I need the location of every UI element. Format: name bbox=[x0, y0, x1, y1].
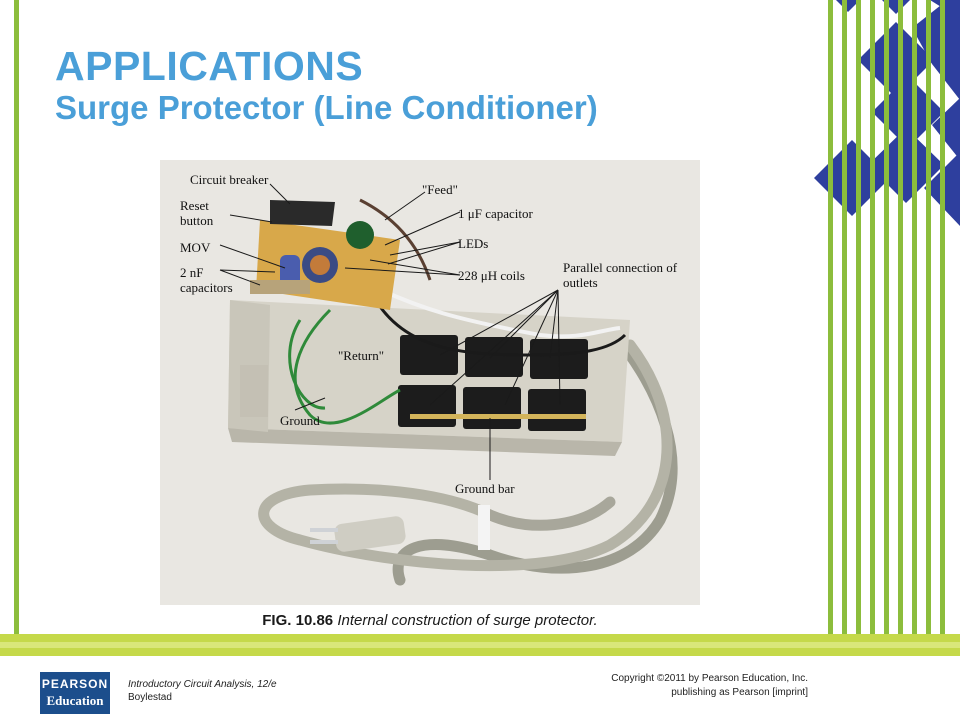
title-line-applications: APPLICATIONS bbox=[55, 43, 364, 89]
figure-labels: Circuit breaker Reset button MOV 2 nF ca… bbox=[180, 172, 678, 496]
label-reset-button: button bbox=[180, 213, 214, 228]
label-reset: Reset bbox=[180, 198, 209, 213]
wires bbox=[288, 198, 627, 425]
label-coils: 228 μH coils bbox=[458, 268, 525, 283]
label-leds: LEDs bbox=[458, 236, 488, 251]
annotation-lines bbox=[219, 183, 561, 480]
label-mov: MOV bbox=[180, 240, 211, 255]
label-parallel: Parallel connection of bbox=[563, 260, 678, 275]
label-2nf: 2 nF bbox=[180, 265, 203, 280]
ground-bar bbox=[410, 414, 586, 419]
label-return: "Return" bbox=[338, 348, 384, 363]
label-ground: Ground bbox=[280, 413, 320, 428]
label-1uf-capacitor: 1 μF capacitor bbox=[458, 206, 534, 221]
footer-book-info: Introductory Circuit Analysis, 12/e Boyl… bbox=[128, 678, 277, 704]
label-feed: "Feed" bbox=[422, 182, 458, 197]
logo-education: Education bbox=[46, 693, 104, 708]
footer-band bbox=[0, 634, 960, 656]
power-cord bbox=[258, 329, 678, 586]
label-circuit-breaker: Circuit breaker bbox=[190, 172, 269, 187]
copyright-line: Copyright ©2011 by Pearson Education, In… bbox=[611, 673, 808, 684]
footer-copyright: Copyright ©2011 by Pearson Education, In… bbox=[611, 672, 808, 699]
figure-caption-text: Internal construction of surge protector… bbox=[337, 612, 598, 629]
surge-protector-photo: Circuit breaker Reset button MOV 2 nF ca… bbox=[160, 160, 700, 605]
slide-title: APPLICATIONS Surge Protector (Line Condi… bbox=[55, 43, 598, 127]
decorative-stripes bbox=[814, 0, 960, 650]
label-capacitors: capacitors bbox=[180, 280, 233, 295]
book-title: Introductory Circuit Analysis, 12/e bbox=[128, 679, 277, 690]
publisher-line: publishing as Pearson [imprint] bbox=[671, 686, 808, 698]
book-author: Boylestad bbox=[128, 692, 172, 703]
label-ground-bar: Ground bar bbox=[455, 481, 515, 496]
title-line-surge-protector: Surge Protector (Line Conditioner) bbox=[55, 88, 598, 126]
logo-pearson: PEARSON bbox=[41, 677, 109, 691]
figure-number: FIG. 10.86 bbox=[262, 612, 334, 629]
figure-caption: FIG. 10.86 Internal construction of surg… bbox=[160, 612, 700, 629]
label-outlets: outlets bbox=[563, 275, 598, 290]
left-accent-stripe bbox=[14, 0, 19, 640]
circuit-board bbox=[250, 200, 400, 310]
green-stripes bbox=[828, 0, 945, 650]
plug bbox=[310, 505, 490, 552]
pearson-logo: PEARSON Education bbox=[40, 672, 110, 714]
